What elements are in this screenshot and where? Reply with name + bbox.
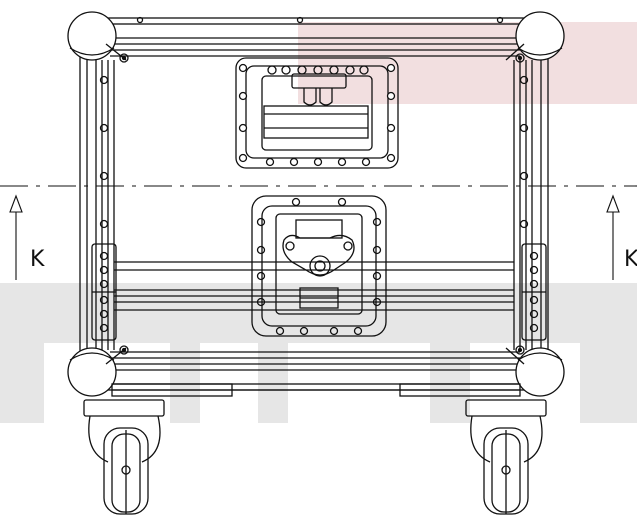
watermark-gray-col-3 — [258, 283, 288, 423]
watermark-red-block — [298, 22, 637, 104]
watermark-gray-col-2 — [170, 283, 200, 423]
butterfly-latch — [251, 195, 387, 337]
corner-ball-top-right — [505, 11, 565, 63]
handle-rivets — [238, 63, 396, 167]
watermark-gray-col-1 — [0, 283, 44, 423]
caster-left — [83, 399, 165, 515]
recessed-handle — [235, 57, 399, 169]
caster-right — [465, 399, 547, 515]
section-line-k — [0, 185, 637, 280]
hinge-right — [521, 243, 547, 341]
frame-rivets — [99, 16, 529, 229]
case-frame — [79, 17, 549, 391]
watermark-gray-col-5 — [580, 283, 637, 423]
section-label-left: K — [30, 247, 45, 272]
case-base — [111, 383, 521, 397]
section-label-right: K — [624, 247, 637, 272]
corner-ball-bottom-left — [67, 345, 129, 397]
watermark-gray-col-4 — [430, 283, 470, 423]
corner-ball-bottom-right — [505, 345, 565, 397]
corner-ball-top-left — [67, 11, 129, 63]
hinge-left — [91, 243, 117, 341]
